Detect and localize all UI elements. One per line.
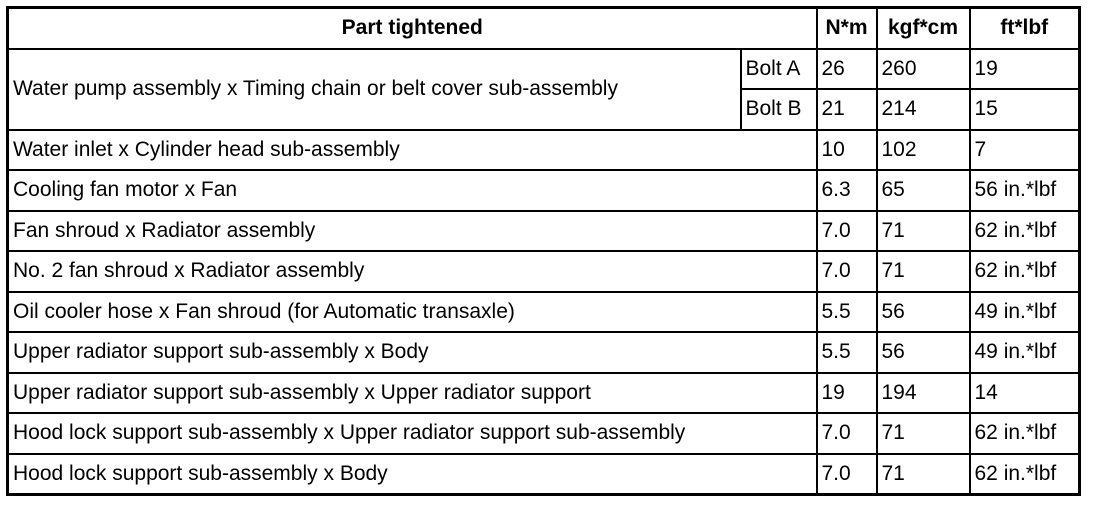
part-cell: Cooling fan motor x Fan bbox=[6, 169, 818, 212]
nm-cell: 7.0 bbox=[815, 209, 878, 252]
table-row: Bolt B 21 214 15 bbox=[8, 88, 1081, 131]
header-ft-lbf: ft*lbf bbox=[968, 6, 1081, 50]
ft-cell: 7 bbox=[968, 128, 1081, 171]
nm-cell: 19 bbox=[815, 371, 878, 414]
ft-cell: 62 in.*lbf bbox=[968, 250, 1081, 293]
ft-cell: 62 in.*lbf bbox=[968, 452, 1081, 496]
part-cell: Hood lock support sub-assembly x Body bbox=[6, 452, 818, 496]
part-cell: Upper radiator support sub-assembly x Up… bbox=[6, 371, 818, 414]
kgf-cell: 194 bbox=[875, 371, 971, 414]
table-row: Oil cooler hose x Fan shroud (for Automa… bbox=[6, 290, 1081, 333]
table-row: Water inlet x Cylinder head sub-assembly… bbox=[6, 128, 1081, 171]
table-row: Water pump assembly x Timing chain or be… bbox=[6, 47, 1081, 131]
kgf-cell: 71 bbox=[875, 452, 971, 496]
part-cell: Fan shroud x Radiator assembly bbox=[6, 209, 818, 252]
part-cell: Oil cooler hose x Fan shroud (for Automa… bbox=[6, 290, 818, 333]
header-nm: N*m bbox=[815, 6, 878, 50]
part-cell: No. 2 fan shroud x Radiator assembly bbox=[6, 250, 818, 293]
nm-cell: 6.3 bbox=[815, 169, 878, 212]
ft-cell: 62 in.*lbf bbox=[968, 412, 1081, 455]
ft-cell: 49 in.*lbf bbox=[968, 331, 1081, 374]
bolt-label-cell: Bolt B bbox=[739, 88, 818, 131]
ft-cell: 19 bbox=[968, 47, 1081, 90]
part-cell: Water pump assembly x Timing chain or be… bbox=[6, 47, 742, 131]
torque-specification-table: Part tightened N*m kgf*cm ft*lbf Water p… bbox=[6, 6, 1081, 496]
part-cell: Water inlet x Cylinder head sub-assembly bbox=[6, 128, 818, 171]
kgf-cell: 260 bbox=[875, 47, 971, 90]
nm-cell: 5.5 bbox=[815, 290, 878, 333]
header-row: Part tightened N*m kgf*cm ft*lbf bbox=[6, 6, 1081, 50]
table-row: Hood lock support sub-assembly x Upper r… bbox=[6, 412, 1081, 455]
kgf-cell: 65 bbox=[875, 169, 971, 212]
bolt-label-cell: Bolt A bbox=[739, 47, 818, 90]
table-row: Upper radiator support sub-assembly x Up… bbox=[6, 371, 1081, 414]
nm-cell: 7.0 bbox=[815, 412, 878, 455]
kgf-cell: 56 bbox=[875, 331, 971, 374]
kgf-cell: 71 bbox=[875, 412, 971, 455]
table-row: Upper radiator support sub-assembly x Bo… bbox=[6, 331, 1081, 374]
nm-cell: 7.0 bbox=[815, 250, 878, 293]
ft-cell: 62 in.*lbf bbox=[968, 209, 1081, 252]
part-cell: Hood lock support sub-assembly x Upper r… bbox=[6, 412, 818, 455]
ft-cell: 56 in.*lbf bbox=[968, 169, 1081, 212]
ft-cell: 14 bbox=[968, 371, 1081, 414]
nm-cell: 10 bbox=[815, 128, 878, 171]
part-cell: Upper radiator support sub-assembly x Bo… bbox=[6, 331, 818, 374]
ft-cell: 15 bbox=[968, 88, 1081, 131]
nm-cell: 5.5 bbox=[815, 331, 878, 374]
nm-cell: 26 bbox=[815, 47, 878, 90]
nm-cell: 21 bbox=[815, 88, 878, 131]
kgf-cell: 71 bbox=[875, 250, 971, 293]
header-part-tightened: Part tightened bbox=[6, 6, 818, 50]
kgf-cell: 214 bbox=[875, 88, 971, 131]
kgf-cell: 56 bbox=[875, 290, 971, 333]
nm-cell: 7.0 bbox=[815, 452, 878, 496]
header-kgf-cm: kgf*cm bbox=[875, 6, 971, 50]
torque-table-container: Part tightened N*m kgf*cm ft*lbf Water p… bbox=[6, 6, 1081, 496]
kgf-cell: 71 bbox=[875, 209, 971, 252]
ft-cell: 49 in.*lbf bbox=[968, 290, 1081, 333]
table-body: Water pump assembly x Timing chain or be… bbox=[6, 47, 1081, 496]
kgf-cell: 102 bbox=[875, 128, 971, 171]
